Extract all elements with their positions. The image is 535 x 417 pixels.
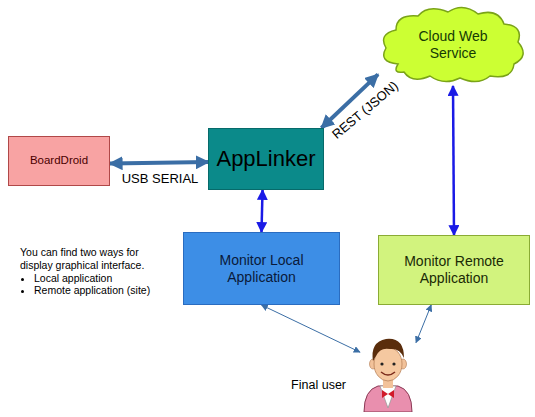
connector-arrow	[262, 190, 263, 232]
connector-arrow	[262, 305, 361, 352]
note-text: You can find two ways for display graphi…	[20, 246, 160, 271]
bullet-item: Local application	[34, 272, 164, 285]
process-box: AppLinker	[208, 128, 323, 190]
connector-arrow	[110, 162, 208, 163]
cloud-shape: Cloud Web Service	[378, 4, 528, 86]
node-label: AppLinker	[216, 146, 315, 172]
process-box: Monitor Local Application	[183, 232, 340, 305]
connector-label: REST (JSON)	[327, 77, 402, 143]
node-label: Monitor Remote Application	[392, 253, 517, 287]
connector-arrow	[452, 86, 455, 235]
user-figure	[360, 334, 416, 412]
process-box: Monitor Remote Application	[378, 235, 530, 305]
connector-label: USB SERIAL	[120, 171, 201, 186]
bullet-item: Remote application (site)	[34, 284, 164, 297]
connector-arrow	[416, 305, 431, 343]
node-label: Final user	[291, 378, 346, 393]
cloud-path	[384, 7, 524, 81]
node-label: Monitor Local Application	[202, 252, 322, 286]
node-label: Cloud Web Service	[405, 28, 501, 62]
node-label: BoardDroid	[30, 154, 88, 168]
user-node: Final user	[360, 334, 416, 412]
process-box: BoardDroid	[8, 136, 110, 186]
